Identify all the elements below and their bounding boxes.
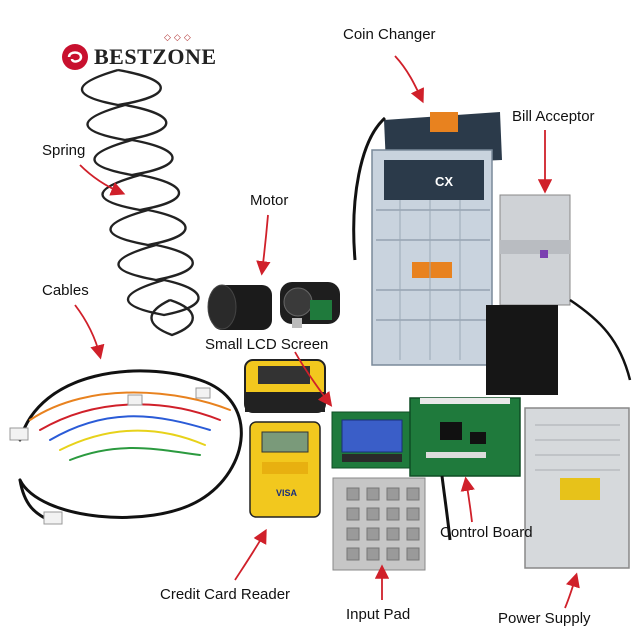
control-board-image: [409, 397, 521, 541]
label-small-lcd-screen: Small LCD Screen: [205, 336, 329, 353]
annotation-arrows: [74, 55, 580, 609]
bestzone-logo: BESTZONE ◇◇◇: [60, 32, 217, 72]
logo-diamonds-icon: ◇◇◇: [164, 32, 194, 42]
arrow-spring: [79, 164, 126, 196]
label-motor: Motor: [250, 192, 289, 209]
label-cables: Cables: [42, 282, 89, 299]
bill-acceptor-image: [486, 194, 632, 395]
logo-text: BESTZONE: [94, 44, 217, 69]
power-supply-image: [524, 407, 630, 569]
label-credit-card-reader: Credit Card Reader: [160, 586, 291, 603]
label-control-board: Control Board: [440, 524, 533, 541]
coin-changer-brand-text: CX: [435, 174, 453, 189]
card-reader-brand-text: VISA: [276, 488, 298, 498]
label-bill-acceptor: Bill Acceptor: [512, 108, 595, 125]
lcd-module-image: [331, 411, 413, 469]
coin-changer-image: CX: [352, 112, 502, 366]
label-coin-changer: Coin Changer: [343, 26, 436, 43]
motor-image: [207, 282, 340, 330]
arrow-coin-changer: [394, 55, 424, 104]
credit-card-reader-image: VISA: [249, 421, 321, 518]
arrow-control-board: [460, 476, 475, 523]
arrow-credit-card-reader: [234, 528, 267, 581]
label-spring: Spring: [42, 142, 86, 159]
arrow-motor: [256, 214, 271, 276]
arrow-cables: [74, 304, 105, 360]
arrow-power-supply: [564, 572, 580, 609]
label-power-supply: Power Supply: [498, 610, 591, 627]
label-input-pad: Input Pad: [346, 606, 411, 623]
bestzone-logo-mark-icon: [62, 44, 88, 70]
arrow-small-lcd-screen: [294, 351, 333, 407]
input-pad-image: [332, 477, 426, 571]
spring-image: [81, 68, 200, 337]
cables-image: [9, 369, 243, 525]
payment-terminal-image: [244, 359, 326, 413]
